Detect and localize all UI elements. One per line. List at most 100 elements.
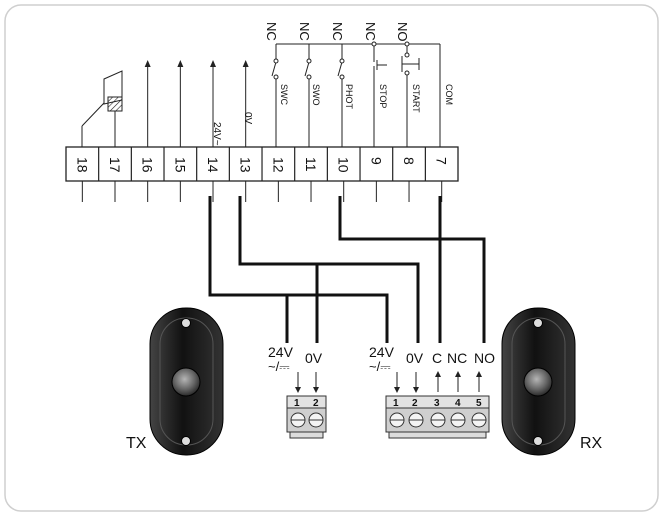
state-t9: NC — [363, 22, 378, 41]
tx-connector: 1 2 — [286, 395, 327, 439]
contact-dot — [273, 58, 279, 64]
svg-text:START: START — [411, 84, 421, 113]
svg-text:1: 1 — [393, 398, 399, 409]
svg-text:5: 5 — [476, 398, 482, 409]
contact-dot — [404, 41, 410, 47]
svg-text:NC: NC — [447, 350, 467, 366]
svg-text:9: 9 — [368, 157, 384, 165]
svg-text:24V: 24V — [268, 344, 294, 360]
label-stop: STOP — [378, 84, 388, 108]
terminal-8: 8 — [401, 157, 417, 165]
svg-text:11: 11 — [303, 157, 319, 172]
svg-text:0V: 0V — [242, 112, 253, 125]
svg-text:24V~: 24V~ — [211, 122, 222, 146]
svg-text:C: C — [432, 350, 442, 366]
svg-text:7: 7 — [434, 157, 450, 165]
rx-connector: 1 2 3 4 5 — [385, 395, 490, 439]
label-swo: SWO — [311, 84, 321, 106]
svg-text:12: 12 — [270, 157, 286, 173]
svg-text:14: 14 — [205, 157, 221, 173]
terminal-10: 10 — [336, 157, 352, 173]
terminal-13: 13 — [238, 157, 254, 173]
tx-supply-labels: 24V ~/⎓ 0V — [268, 344, 323, 374]
contact-dot — [339, 58, 345, 64]
svg-text:~/⎓: ~/⎓ — [268, 359, 290, 374]
tx-label: TX — [126, 435, 147, 452]
svg-text:16: 16 — [140, 157, 156, 173]
contact-wiring — [271, 43, 441, 147]
terminal-18: 18 — [74, 157, 90, 173]
terminal-16: 16 — [140, 157, 156, 173]
svg-text:0V: 0V — [406, 350, 424, 366]
label-phot: PHOT — [344, 84, 354, 110]
wire-0v-rx — [238, 196, 420, 343]
label-com: COM — [444, 84, 454, 105]
terminal-14: 14 — [205, 157, 221, 173]
svg-text:NO: NO — [395, 22, 410, 42]
terminal-15: 15 — [172, 157, 188, 173]
terminal-12: 12 — [270, 157, 286, 173]
svg-text:17: 17 — [107, 157, 123, 173]
svg-text:~/⎓: ~/⎓ — [369, 359, 391, 374]
power-wiring — [208, 196, 486, 343]
svg-text:2: 2 — [412, 398, 418, 409]
svg-text:10: 10 — [336, 157, 352, 173]
state-t10: NC — [330, 22, 345, 41]
contact-dot — [273, 74, 279, 80]
svg-text:8: 8 — [401, 157, 417, 165]
arrow-icon — [242, 60, 249, 147]
svg-text:NC: NC — [330, 22, 345, 41]
svg-text:NC: NC — [363, 22, 378, 41]
svg-text:COM: COM — [444, 84, 454, 105]
svg-text:2: 2 — [313, 398, 319, 409]
wire-phot-no — [338, 196, 486, 343]
terminal-11: 11 — [303, 157, 319, 172]
contact-dots — [273, 41, 410, 80]
label-swc: SWC — [279, 84, 289, 105]
rx-photocell-icon — [501, 307, 576, 456]
svg-text:13: 13 — [238, 157, 254, 173]
terminal-block: 18 17 16 15 14 13 12 11 10 9 8 7 — [65, 146, 459, 202]
terminal-9: 9 — [368, 157, 384, 165]
rx-label: RX — [580, 435, 603, 452]
svg-text:1: 1 — [294, 398, 300, 409]
state-t11: NC — [297, 22, 312, 41]
arrow-icon — [144, 60, 151, 147]
state-t8: NO — [395, 22, 410, 42]
svg-text:3: 3 — [434, 398, 440, 409]
svg-text:NC: NC — [297, 22, 312, 41]
contact-dot — [339, 74, 345, 80]
svg-text:SWO: SWO — [311, 84, 321, 106]
rx-supply-labels: 24V ~/⎓ 0V C NC NO — [369, 344, 495, 374]
svg-text:PHOT: PHOT — [344, 84, 354, 110]
svg-text:15: 15 — [172, 157, 188, 173]
antenna-icon — [81, 70, 123, 147]
svg-text:0V: 0V — [305, 350, 323, 366]
contact-dot — [404, 52, 410, 58]
tx-photocell-icon — [149, 307, 224, 456]
arrow-icon — [210, 60, 217, 147]
label-0v: 0V — [242, 112, 253, 125]
wire-24v-rx — [208, 196, 389, 343]
svg-text:18: 18 — [74, 157, 90, 173]
svg-text:24V: 24V — [369, 344, 395, 360]
label-start: START — [411, 84, 421, 113]
contact-dot — [404, 70, 410, 76]
svg-text:SWC: SWC — [279, 84, 289, 105]
contact-dot — [306, 74, 312, 80]
contact-dot — [306, 58, 312, 64]
svg-text:NC: NC — [264, 22, 279, 41]
svg-text:NO: NO — [474, 350, 495, 366]
terminal-17: 17 — [107, 157, 123, 173]
arrow-icon — [177, 60, 184, 147]
label-24v: 24V~ — [211, 122, 222, 146]
contact-dot — [371, 41, 377, 47]
output-arrows — [144, 60, 249, 147]
pin-arrows — [295, 371, 482, 393]
svg-text:4: 4 — [455, 398, 461, 409]
state-t12: NC — [264, 22, 279, 41]
terminal-7: 7 — [434, 157, 450, 165]
svg-text:STOP: STOP — [378, 84, 388, 108]
